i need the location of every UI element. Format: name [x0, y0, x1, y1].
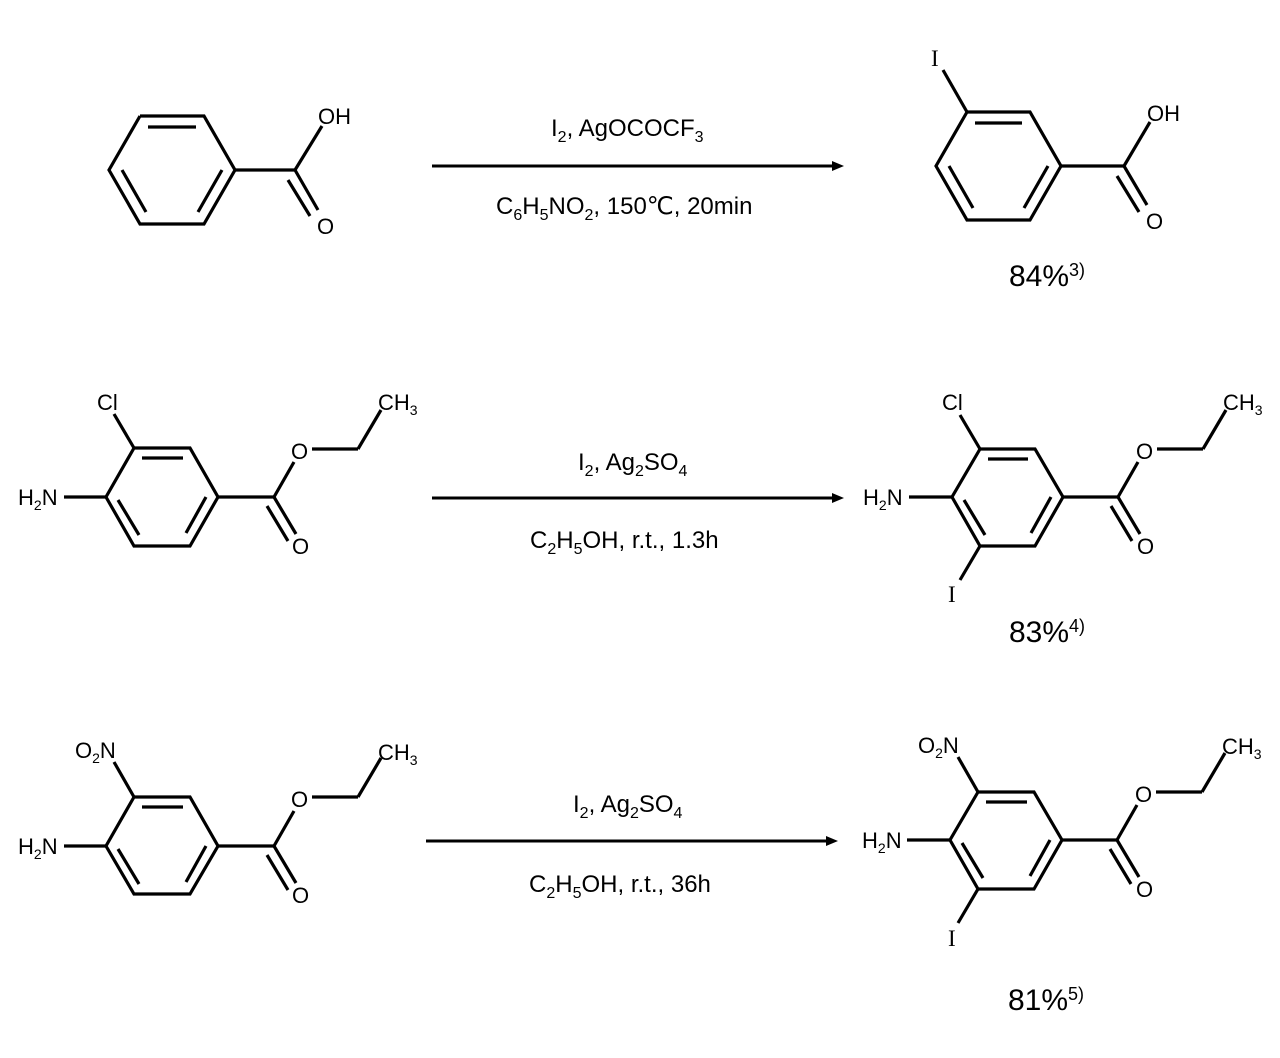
atom-label-oh: OH — [1147, 101, 1180, 126]
atom-label-methyl: CH3 — [1223, 390, 1263, 418]
yield-label: 81%5) — [1008, 984, 1084, 1017]
atom-label-ester-o: O — [291, 439, 308, 464]
bond-c-i — [941, 69, 969, 113]
atom-label-oh: OH — [318, 104, 351, 129]
product-3-iodobenzoic-acid: I OH O — [931, 46, 1180, 234]
atom-label-chloro: Cl — [97, 390, 118, 415]
reactant-ethyl-4-amino-3-chlorobenzoate: Cl H2N O CH3 O — [18, 390, 418, 559]
product-ethyl-4-amino-3-chloro-5-iodobenzoate: Cl I H2N O CH3 O — [863, 390, 1263, 607]
yield-label: 84%3) — [1009, 260, 1085, 293]
reaction-arrow-3 — [426, 836, 838, 846]
benzene-ring — [107, 114, 237, 226]
atom-label-methyl: CH3 — [1222, 734, 1262, 762]
reaction-1: OH O I2, AgOCOCF3 C6H5NO2, 150℃, 20min I… — [107, 46, 1180, 293]
conditions-label: C6H5NO2, 150℃, 20min — [496, 193, 752, 224]
conditions-label: C2H5OH, r.t., 36h — [529, 871, 711, 902]
product-ethyl-4-amino-3-iodo-5-nitrobenzoate: O2N I H2N O CH3 O — [862, 733, 1262, 951]
reaction-arrow-2 — [432, 493, 844, 503]
conditions-label: C2H5OH, r.t., 1.3h — [530, 527, 719, 558]
atom-label-amine: H2N — [18, 834, 58, 862]
atom-label-amine: H2N — [18, 485, 58, 513]
atom-label-iodo: I — [948, 582, 956, 607]
atom-label-iodo: I — [931, 46, 939, 71]
atom-label-amine: H2N — [862, 828, 902, 856]
atom-label-carbonyl-o: O — [292, 534, 309, 559]
bond-c-o-double-b — [286, 179, 312, 217]
atom-label-methyl: CH3 — [378, 740, 418, 768]
atom-label-carbonyl-o: O — [1137, 534, 1154, 559]
reactant-benzoic-acid: OH O — [107, 104, 351, 239]
bond-c-o-double-a — [293, 169, 320, 211]
atom-label-carbonyl-o: O — [317, 214, 334, 239]
atom-label-carbonyl-o: O — [292, 883, 309, 908]
atom-label-ester-o: O — [1136, 439, 1153, 464]
atom-label-nitro: O2N — [75, 738, 116, 766]
reaction-3: O2N H2N O CH3 O I2, Ag2SO4 C2H5OH, r.t.,… — [18, 733, 1262, 1017]
atom-label-iodo: I — [948, 926, 956, 951]
reactant-ethyl-4-amino-3-nitrobenzoate: O2N H2N O CH3 O — [18, 738, 418, 908]
atom-label-methyl: CH3 — [378, 390, 418, 418]
reagents-label: I2, Ag2SO4 — [578, 449, 688, 480]
atom-label-ester-o: O — [1135, 782, 1152, 807]
atom-label-carbonyl-o: O — [1136, 877, 1153, 902]
atom-label-chloro: Cl — [942, 390, 963, 415]
bond-c-oh — [293, 125, 324, 171]
reagents-label: I2, AgOCOCF3 — [551, 115, 704, 146]
yield-label: 83%4) — [1009, 616, 1085, 649]
atom-label-amine: H2N — [863, 485, 903, 513]
reaction-2: Cl H2N O CH3 O I2, Ag2SO4 C2H5OH, r.t., … — [18, 390, 1263, 649]
atom-label-ester-o: O — [291, 787, 308, 812]
reaction-arrow-1 — [432, 161, 844, 171]
atom-label-carbonyl-o: O — [1146, 209, 1163, 234]
reagents-label: I2, Ag2SO4 — [573, 791, 683, 822]
atom-label-nitro: O2N — [918, 733, 959, 761]
